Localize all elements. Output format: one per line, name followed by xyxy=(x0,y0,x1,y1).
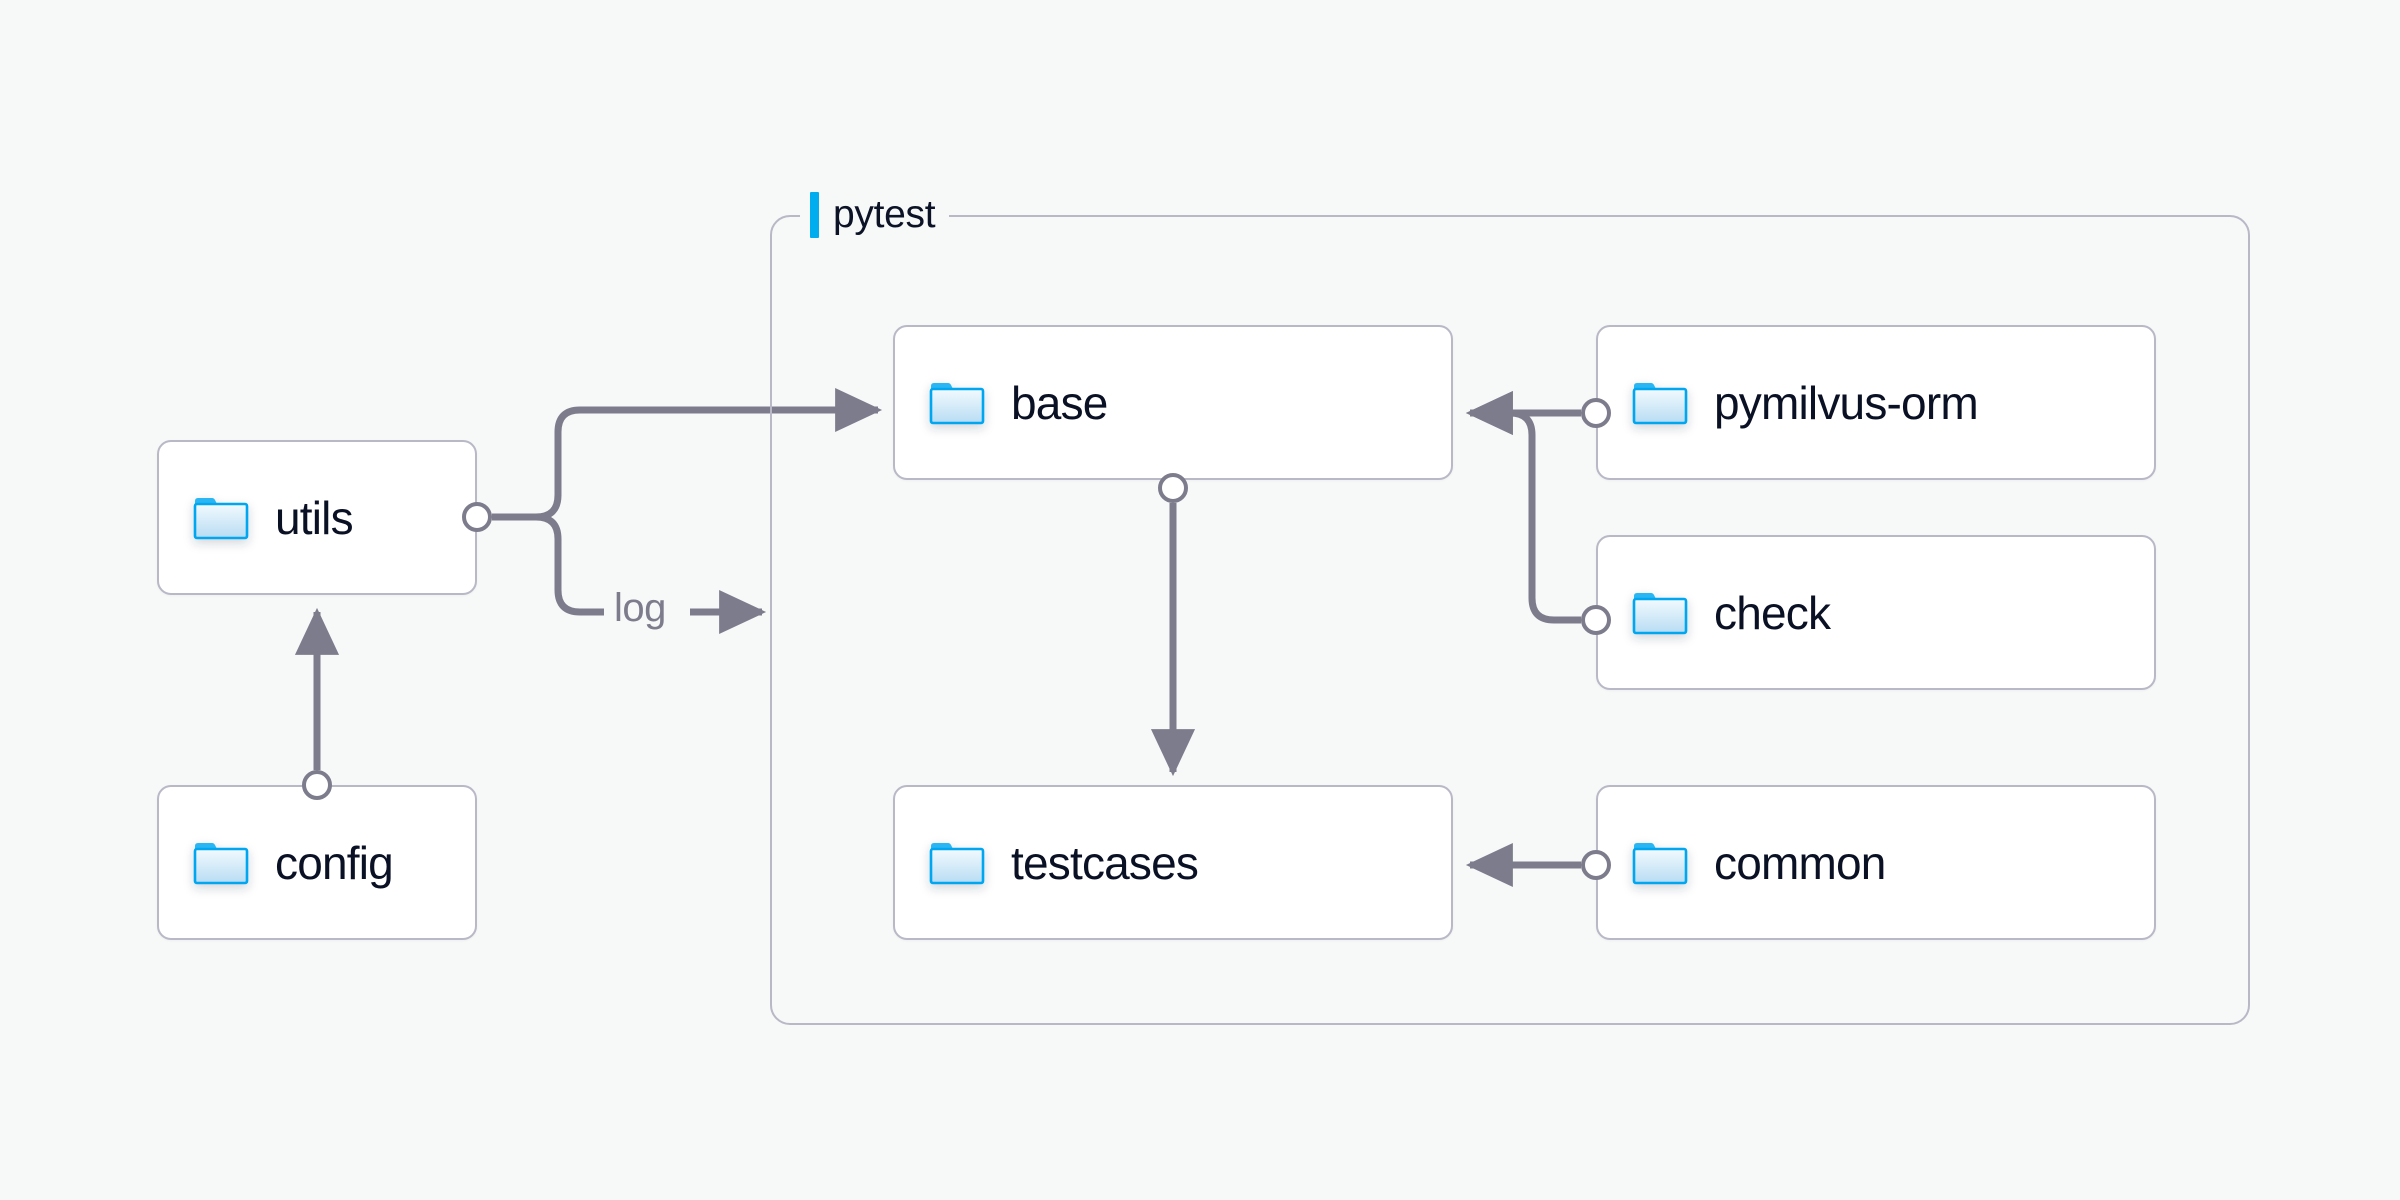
port-common-left[interactable] xyxy=(1581,850,1611,880)
folder-icon xyxy=(929,380,985,426)
folder-icon xyxy=(1632,380,1688,426)
folder-icon xyxy=(1632,590,1688,636)
edge-label-log: log xyxy=(604,588,676,628)
node-pymilvus-orm[interactable]: pymilvus-orm xyxy=(1596,325,2156,480)
node-common[interactable]: common xyxy=(1596,785,2156,940)
node-testcases[interactable]: testcases xyxy=(893,785,1453,940)
folder-icon xyxy=(1632,840,1688,886)
node-pymilvus-orm-label: pymilvus-orm xyxy=(1714,376,1979,429)
node-utils[interactable]: utils xyxy=(157,440,477,595)
group-pytest[interactable] xyxy=(770,215,2250,1025)
folder-icon xyxy=(929,840,985,886)
port-utils-right[interactable] xyxy=(462,502,492,532)
port-pymilvus-orm-left[interactable] xyxy=(1581,398,1611,428)
node-base[interactable]: base xyxy=(893,325,1453,480)
node-check-label: check xyxy=(1714,586,1831,639)
node-config[interactable]: config xyxy=(157,785,477,940)
group-accent-bar xyxy=(810,192,819,238)
port-check-left[interactable] xyxy=(1581,605,1611,635)
node-config-label: config xyxy=(275,836,394,889)
folder-icon xyxy=(193,840,249,886)
port-config-top[interactable] xyxy=(302,770,332,800)
node-common-label: common xyxy=(1714,836,1886,889)
node-testcases-label: testcases xyxy=(1011,836,1199,889)
folder-icon xyxy=(193,495,249,541)
port-base-bottom[interactable] xyxy=(1158,473,1188,503)
node-utils-label: utils xyxy=(275,491,354,544)
group-pytest-label: pytest xyxy=(833,193,936,236)
node-check[interactable]: check xyxy=(1596,535,2156,690)
group-pytest-label-wrap: pytest xyxy=(800,189,950,241)
node-base-label: base xyxy=(1011,376,1108,429)
